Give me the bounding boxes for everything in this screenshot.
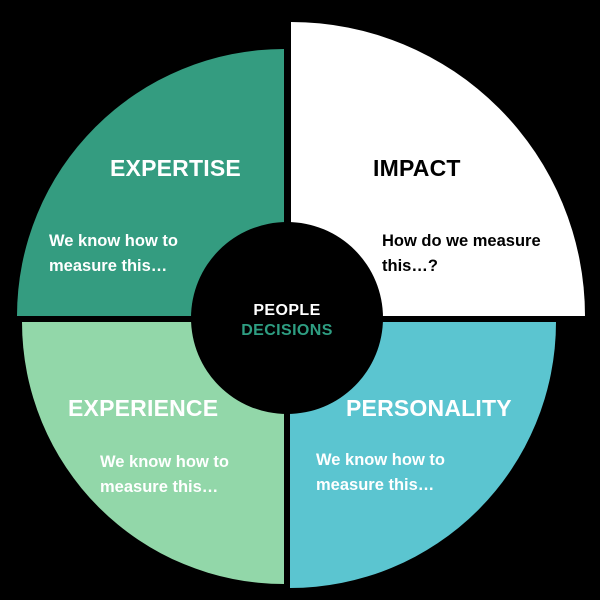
center-label-decisions: DECISIONS	[241, 322, 333, 339]
impact-quadrant	[291, 22, 585, 316]
expertise-quadrant	[17, 49, 284, 316]
personality-description-line2: measure this…	[316, 476, 435, 494]
experience-description-line1: We know how to	[100, 453, 229, 471]
experience-quadrant	[22, 322, 284, 584]
expertise-description-line2: measure this…	[49, 257, 168, 275]
center-circle	[191, 222, 383, 414]
personality-title: PERSONALITY	[346, 395, 512, 421]
center-label-people: PEOPLE	[253, 302, 321, 319]
expertise-title: EXPERTISE	[110, 155, 241, 181]
personality-description-line1: We know how to	[316, 451, 445, 469]
impact-description-line2: this…?	[382, 257, 438, 275]
experience-title: EXPERIENCE	[68, 395, 219, 421]
impact-title: IMPACT	[373, 155, 461, 181]
experience-description-line2: measure this…	[100, 478, 219, 496]
impact-description-line1: How do we measure	[382, 232, 541, 250]
expertise-description-line1: We know how to	[49, 232, 178, 250]
personality-quadrant	[290, 322, 556, 588]
